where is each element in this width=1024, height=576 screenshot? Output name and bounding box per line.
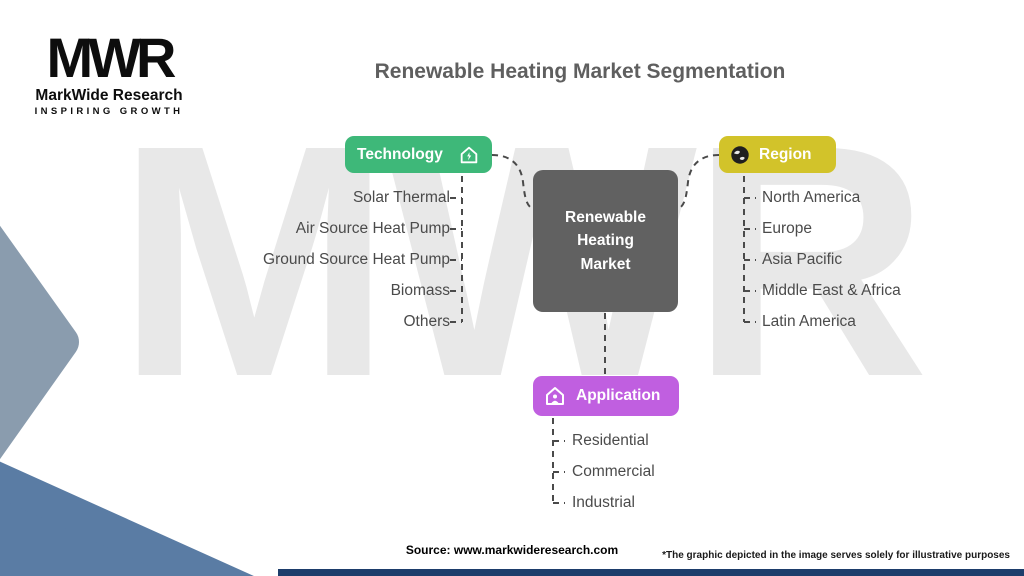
technology-item: Solar Thermal <box>352 189 450 206</box>
technology-item: Biomass <box>390 282 450 299</box>
globe-icon <box>729 144 751 166</box>
brand-logo: MWR MarkWide Research Inspiring Growth <box>24 26 194 118</box>
bottom-bar-shape <box>278 569 1024 576</box>
application-node: Application <box>533 376 679 416</box>
application-item: Residential <box>572 432 649 449</box>
logo-tagline: Inspiring Growth <box>34 106 184 117</box>
corner-triangle-shape <box>0 461 254 576</box>
page-title: Renewable Heating Market Segmentation <box>374 60 786 83</box>
central-node: Renewable Heating Market <box>533 170 678 312</box>
logo-name: MarkWide Research <box>35 87 183 104</box>
house-user-icon <box>543 384 567 408</box>
disclaimer-text: *The graphic depicted in the image serve… <box>662 550 1010 561</box>
region-item: Middle East & Africa <box>762 282 901 299</box>
technology-label: Technology <box>357 145 443 163</box>
technology-item: Ground Source Heat Pump <box>263 251 450 268</box>
application-item: Industrial <box>572 494 635 511</box>
technology-item: Others <box>403 313 450 330</box>
technology-node: Technology <box>345 136 492 173</box>
source-text: Source: www.markwideresearch.com <box>405 543 619 557</box>
watermark-text: MWR <box>116 76 930 445</box>
region-item: North America <box>762 189 861 206</box>
region-item: Europe <box>762 220 812 237</box>
eco-house-icon <box>458 144 480 166</box>
region-node: Region <box>719 136 836 173</box>
application-item: Commercial <box>572 463 655 480</box>
region-item: Latin America <box>762 313 856 330</box>
application-label: Application <box>576 387 661 404</box>
region-item: Asia Pacific <box>762 251 843 268</box>
technology-item: Air Source Heat Pump <box>295 220 450 237</box>
logo-acronym: MWR <box>46 26 177 89</box>
region-label: Region <box>759 145 812 163</box>
